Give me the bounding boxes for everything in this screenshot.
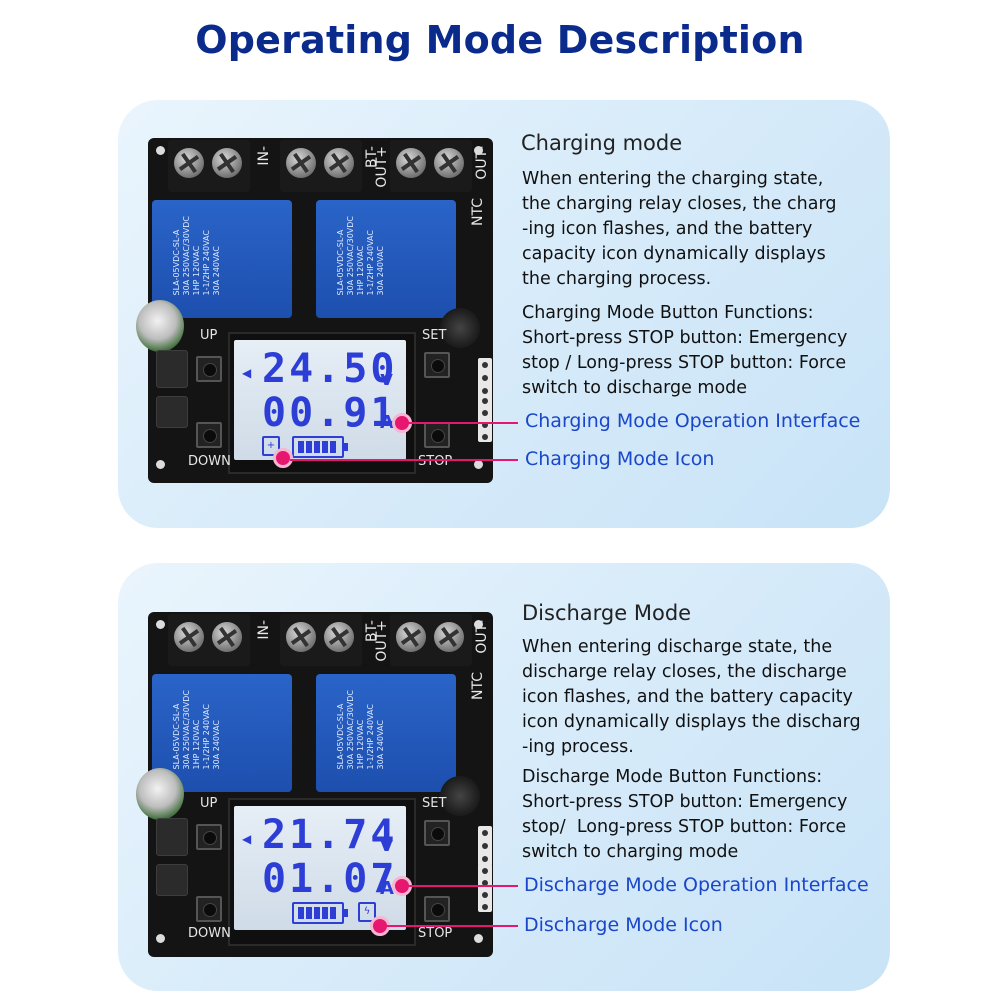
mounting-hole (474, 460, 483, 469)
ntc-label: NTC (470, 672, 486, 700)
ntc-label: NTC (470, 198, 486, 226)
controller-board-image: IN- BT- OUT+ OUT- NTC SLA-05VDC-SL-A 30A… (136, 138, 493, 483)
screw-icon (396, 148, 426, 178)
screw-icon (434, 622, 464, 652)
up-label: UP (200, 796, 218, 811)
screw-icon (434, 148, 464, 178)
mounting-hole (156, 146, 165, 155)
lcd-current-unit: A (380, 412, 394, 433)
terminal-label: IN- (256, 620, 272, 640)
pin-header (478, 826, 492, 866)
mounting-hole (474, 934, 483, 943)
capacitor (136, 300, 184, 352)
charging-mode-description: When entering the charging state, the ch… (522, 169, 837, 289)
output-terminal (390, 140, 472, 192)
mounting-hole (156, 934, 165, 943)
charging-icon-callout: Charging Mode Icon (525, 448, 715, 470)
page-title: Operating Mode Description (195, 18, 805, 62)
capacitor-small (156, 864, 188, 896)
mounting-hole (156, 460, 165, 469)
stop-label: STOP (418, 454, 453, 469)
screw-icon (174, 148, 204, 178)
discharge-interface-callout: Discharge Mode Operation Interface (524, 874, 869, 896)
charge-relay: SLA-05VDC-SL-A 30A 250VAC/30VDC 1HP 120V… (152, 674, 292, 792)
up-button[interactable] (196, 824, 222, 850)
icon-leader-line (290, 459, 518, 461)
interface-leader-line (408, 885, 518, 887)
output-terminal (390, 614, 472, 666)
lcd-current: 01.07 (262, 856, 398, 902)
mounting-hole (474, 620, 483, 629)
lcd-voltage: 24.50 (262, 346, 398, 392)
terminal-label: IN- (256, 146, 272, 166)
lcd-voltage: 21.74 (262, 812, 398, 858)
screw-icon (396, 622, 426, 652)
down-label: DOWN (188, 926, 231, 941)
battery-capacity-icon (292, 902, 348, 924)
charging-mode-icon: + (262, 436, 280, 456)
speaker-icon: ◀ (242, 832, 252, 846)
buzzer (440, 308, 480, 348)
stop-button[interactable] (424, 896, 450, 922)
discharge-mode-heading: Discharge Mode (522, 601, 692, 625)
pin-header (478, 864, 492, 912)
stop-label: STOP (418, 926, 453, 941)
stop-button[interactable] (424, 422, 450, 448)
input-terminal (168, 140, 250, 192)
inductor (156, 818, 188, 856)
battery-terminal (280, 614, 362, 666)
lcd-current-unit: A (380, 878, 394, 899)
lcd-screen: ◀ 24.50 v 00.91 A + (234, 340, 406, 460)
mounting-hole (474, 146, 483, 155)
terminal-label: OUT+ (374, 146, 390, 188)
discharge-relay: SLA-05VDC-SL-A 30A 250VAC/30VDC 1HP 120V… (316, 200, 456, 318)
discharge-mode-description: When entering discharge state, the disch… (522, 637, 861, 757)
set-label: SET (422, 328, 447, 343)
screw-icon (212, 622, 242, 652)
down-label: DOWN (188, 454, 231, 469)
set-button[interactable] (424, 352, 450, 378)
inductor (156, 350, 188, 388)
screw-icon (174, 622, 204, 652)
pin-header (478, 394, 492, 442)
controller-board-image: IN- BT- OUT+ OUT- NTC SLA-05VDC-SL-A 30A… (136, 612, 493, 957)
icon-marker (273, 448, 293, 468)
up-button[interactable] (196, 356, 222, 382)
set-label: SET (422, 796, 447, 811)
capacitor (136, 768, 184, 820)
capacitor-small (156, 396, 188, 428)
discharge-relay: SLA-05VDC-SL-A 30A 250VAC/30VDC 1HP 120V… (316, 674, 456, 792)
screw-icon (324, 148, 354, 178)
lcd-voltage-unit: v (380, 366, 394, 390)
speaker-icon: ◀ (242, 366, 252, 380)
battery-terminal (280, 140, 362, 192)
buzzer (440, 776, 480, 816)
down-button[interactable] (196, 896, 222, 922)
discharge-icon-callout: Discharge Mode Icon (524, 914, 723, 936)
screw-icon (286, 148, 316, 178)
down-button[interactable] (196, 422, 222, 448)
charging-mode-heading: Charging mode (521, 131, 683, 155)
mounting-hole (156, 620, 165, 629)
lcd-screen: ◀ 21.74 v 01.07 A ϟ (234, 806, 406, 930)
battery-capacity-icon (292, 436, 348, 458)
input-terminal (168, 614, 250, 666)
up-label: UP (200, 328, 218, 343)
interface-leader-line (408, 422, 518, 424)
terminal-label: OUT+ (374, 620, 390, 662)
charging-interface-callout: Charging Mode Operation Interface (525, 410, 861, 432)
discharge-mode-icon: ϟ (358, 902, 376, 922)
charging-button-functions: Charging Mode Button Functions: Short-pr… (522, 303, 848, 398)
pin-header (478, 358, 492, 398)
screw-icon (286, 622, 316, 652)
lcd-voltage-unit: v (380, 832, 394, 856)
charge-relay: SLA-05VDC-SL-A 30A 250VAC/30VDC 1HP 120V… (152, 200, 292, 318)
screw-icon (324, 622, 354, 652)
screw-icon (212, 148, 242, 178)
lcd-current: 00.91 (262, 390, 398, 436)
set-button[interactable] (424, 820, 450, 846)
icon-leader-line (386, 925, 518, 927)
discharge-button-functions: Discharge Mode Button Functions: Short-p… (522, 767, 848, 862)
